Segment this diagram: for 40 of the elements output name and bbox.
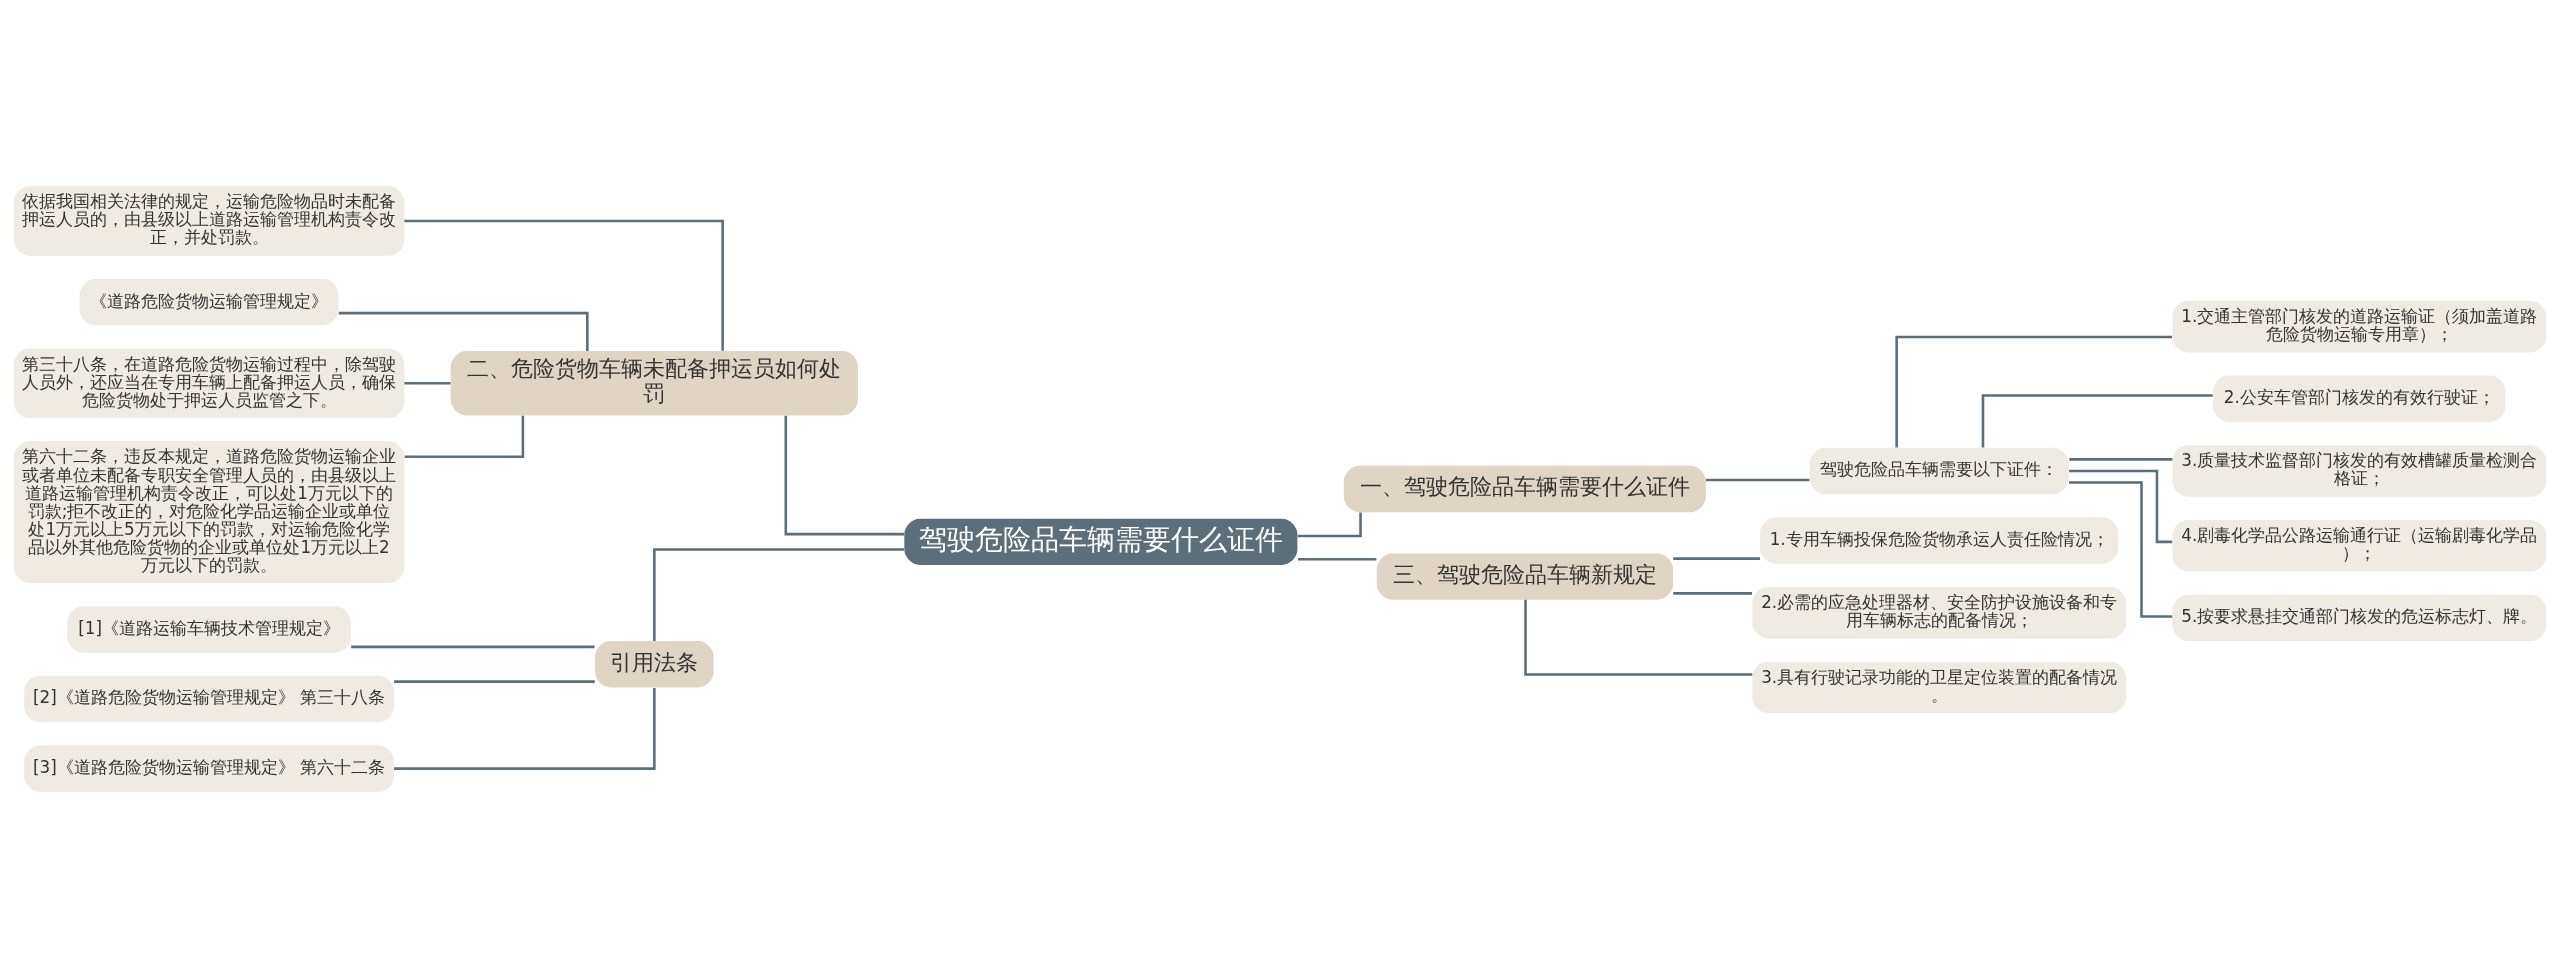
node-box: 一、驾驶危险品车辆需要什么证件 [1343, 465, 1706, 512]
connector [784, 415, 904, 535]
connector [1673, 591, 1753, 595]
node-box: 第三十八条，在道路危险货物运输过程中，除驾驶人员外，还应当在专用车辆上配备押运人员，确保危险货物处于押运人员监管之下。 [13, 348, 405, 418]
connector [1981, 393, 2213, 447]
connector [404, 381, 451, 385]
connector [653, 547, 905, 641]
node-box: 1.交通主管部门核发的道路运输证（须加盖道路危险货物运输专用章）； [2172, 300, 2547, 352]
node-box: [3]《道路危险货物运输管理规定》 第六十二条 [24, 744, 394, 792]
connector [338, 311, 589, 351]
connector [1297, 557, 1377, 560]
connector [2069, 469, 2173, 543]
node-box: 驾驶危险品车辆需要以下证件： [1809, 447, 2069, 494]
node-box: 2.公安车管部门核发的有效行驶证； [2213, 375, 2506, 422]
node-box: [2]《道路危险货物运输管理规定》 第三十八条 [24, 675, 394, 722]
connector [394, 687, 656, 770]
connector [404, 415, 525, 458]
node-box: 5.按要求悬挂交通部门核发的危运标志灯、牌。 [2172, 594, 2547, 641]
connector [1895, 335, 2173, 448]
node-box: 驾驶危险品车辆需要什么证件 [904, 518, 1298, 565]
connector [394, 679, 595, 683]
node-box: 2.必需的应急处理器材、安全防护设施设备和专用车辆标志的配备情况； [1752, 586, 2127, 638]
node-box: 二、危险货物车辆未配备押运员如何处罚 [450, 350, 858, 416]
node-box: 依据我国相关法律的规定，运输危险物品时未配备押运人员的，由县级以上道路运输管理机构责令改正，并处罚款。 [13, 185, 405, 256]
connector [1524, 599, 1753, 676]
node-box: 《道路危险货物运输管理规定》 [79, 278, 339, 325]
connector [1673, 556, 1760, 560]
connector [1706, 478, 1810, 481]
node-box: 3.质量技术监督部门核发的有效槽罐质量检测合格证； [2172, 444, 2547, 497]
node-box: 第六十二条，违反本规定，道路危险货物运输企业或者单位未配备专职安全管理人员的，由县级以上道路运输管理机构责令改正，可以处1万元以下的罚款;拒不改正的，对危险化学品运输企业或单位处1万元以上5万元以下的罚款，对运输危险化学品以外其他危险货物的企业或单位处1万元以上2万元以下的罚款。 [13, 440, 405, 583]
node-box: 三、驾驶危险品车辆新规定 [1376, 552, 1674, 600]
node-box: [1]《道路运输车辆技术管理规定》 [67, 605, 351, 653]
connector [351, 645, 595, 648]
node-box: 4.剧毒化学品公路运输通行证（运输剧毒化学品）； [2172, 519, 2547, 571]
connector [1297, 512, 1362, 537]
node-box: 引用法条 [595, 640, 714, 687]
connector [2069, 457, 2173, 461]
connector [404, 219, 724, 351]
node-box: 3.具有行驶记录功能的卫星定位装置的配备情况。 [1752, 661, 2127, 713]
node-box: 1.专用车辆投保危险货物承运人责任险情况； [1760, 516, 2119, 564]
